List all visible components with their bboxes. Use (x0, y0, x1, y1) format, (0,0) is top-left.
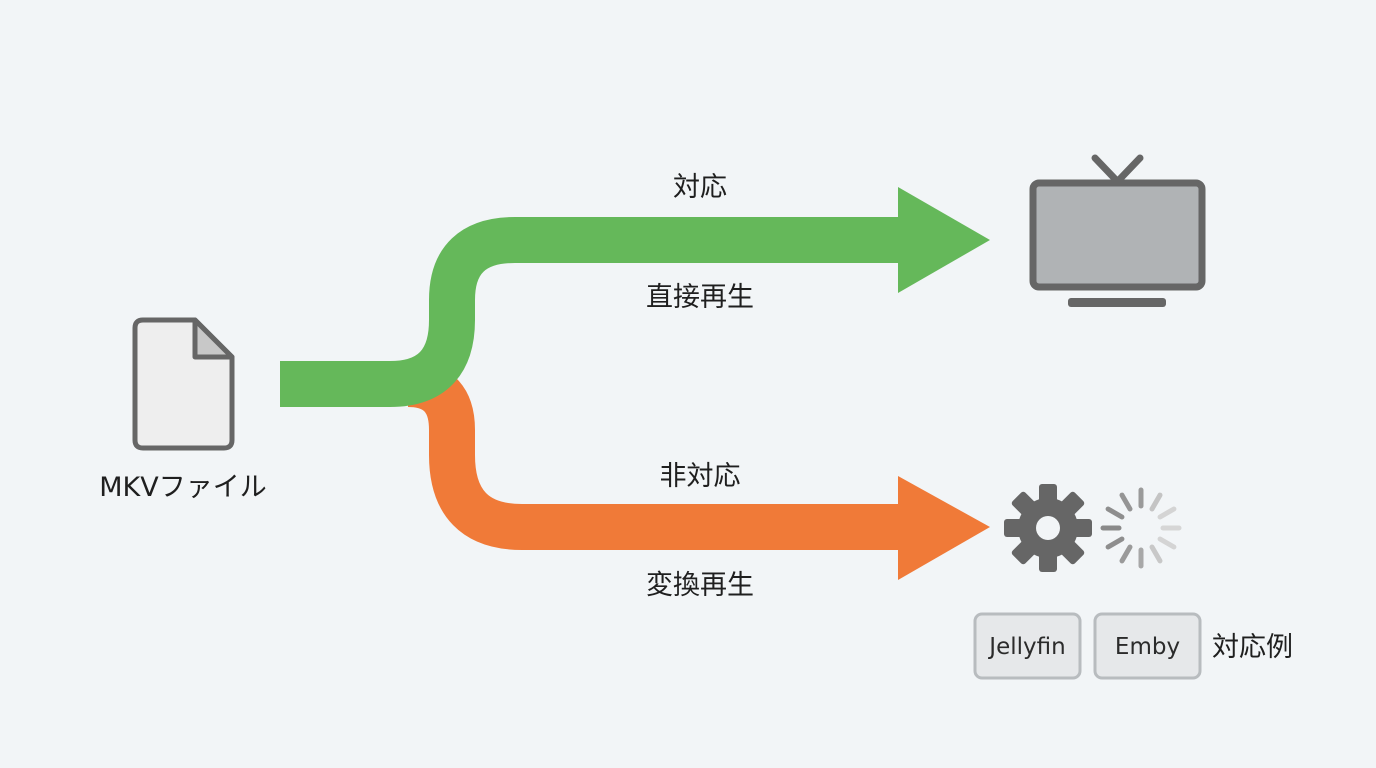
tv-icon (1029, 154, 1206, 307)
direct-play-label: 直接再生 (646, 282, 754, 313)
supported-arrowhead (898, 187, 990, 293)
source-label: MKVファイル (99, 472, 266, 503)
loading-spinner-icon (1100, 487, 1182, 569)
gear-icon (1004, 484, 1092, 572)
transcode-play-label: 変換再生 (646, 570, 754, 601)
unsupported-label: 非対応 (660, 461, 741, 492)
examples-label: 対応例 (1212, 632, 1293, 663)
example-tag-emby: Emby (1093, 612, 1202, 680)
example-tag-jellyfin-text: Jellyfin (987, 634, 1065, 660)
unsupported-arrowhead (898, 476, 990, 580)
supported-label: 対応 (673, 172, 727, 203)
unsupported-flow-band (406, 361, 900, 550)
supported-flow-arrow (280, 187, 990, 407)
supported-flow-band (280, 217, 900, 407)
example-tag-jellyfin: Jellyfin (973, 612, 1082, 680)
file-icon (132, 317, 235, 451)
example-tag-emby-text: Emby (1115, 634, 1180, 660)
